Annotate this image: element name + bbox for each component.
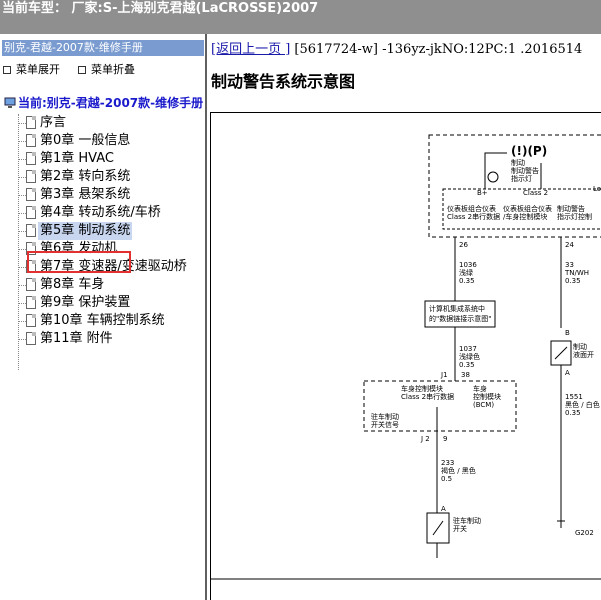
svg-text:驻车制动: 驻车制动 (371, 412, 399, 421)
top-bar: 当前车型： 厂家:S-上海别克君越(LaCROSSE)2007 (0, 0, 601, 34)
svg-text:制动: 制动 (511, 158, 525, 167)
svg-text:9: 9 (443, 435, 447, 443)
svg-text:1036: 1036 (459, 261, 477, 269)
back-link[interactable]: [返回上一页 ] (211, 42, 291, 57)
svg-text:控制模块: 控制模块 (473, 392, 501, 401)
svg-text:开关: 开关 (453, 524, 467, 533)
svg-text:驻车制动: 驻车制动 (453, 516, 481, 525)
svg-text:车身控制模块: 车身控制模块 (401, 384, 443, 393)
svg-text:(!)(P): (!)(P) (511, 144, 547, 158)
svg-text:0.5: 0.5 (441, 475, 452, 483)
document-icon (26, 314, 36, 327)
svg-text:(BCM): (BCM) (473, 401, 494, 409)
svg-text:33: 33 (565, 261, 574, 269)
document-icon (26, 296, 36, 309)
document-icon (26, 134, 36, 147)
collapse-icon (78, 66, 86, 74)
svg-text:0.35: 0.35 (565, 277, 581, 285)
data-link-box (424, 300, 496, 328)
svg-text:0.35: 0.35 (459, 277, 475, 285)
svg-text:Class 2串行数据: Class 2串行数据 (401, 392, 454, 401)
svg-text:233: 233 (441, 459, 454, 467)
svg-text:液面开: 液面开 (573, 350, 594, 359)
svg-text:J1: J1 (440, 371, 448, 379)
computer-icon (4, 97, 16, 108)
svg-text:浅绿: 浅绿 (459, 268, 473, 277)
wiring-diagram-svg: (!)(P) 制动 制动警告 指示灯 B+ Class 2 仪表板组合仪表 Cl… (211, 134, 601, 580)
document-icon (26, 170, 36, 183)
svg-text:J 2: J 2 (420, 435, 430, 443)
document-icon (26, 152, 36, 165)
svg-text:指示灯控制: 指示灯控制 (557, 212, 592, 221)
svg-text:的"数据链接示意图": 的"数据链接示意图" (429, 314, 491, 323)
document-icon (26, 332, 36, 345)
svg-text:黑色 / 白色: 黑色 / 白色 (565, 400, 600, 409)
document-code: [5617724-w] -136yz-jkNO:12PC:1 .2016514 (294, 42, 583, 57)
sidebar-header: 别克-君越-2007款-维修手册 (2, 40, 204, 56)
document-icon (26, 242, 36, 255)
svg-text:Class 2串行数据: Class 2串行数据 (447, 212, 500, 221)
svg-text:B: B (565, 329, 570, 337)
collapse-menu-button[interactable]: 菜单折叠 (78, 61, 135, 77)
svg-text:1037: 1037 (459, 345, 477, 353)
document-icon (26, 116, 36, 129)
svg-text:38: 38 (461, 371, 470, 379)
wiring-diagram: (!)(P) 制动 制动警告 指示灯 B+ Class 2 仪表板组合仪表 Cl… (210, 112, 601, 600)
svg-text:计算机集成系统中: 计算机集成系统中 (429, 304, 485, 313)
svg-text:TN/WH: TN/WH (564, 269, 589, 277)
document-icon (26, 278, 36, 291)
svg-text:Class 2: Class 2 (523, 189, 548, 197)
svg-text:制动: 制动 (573, 342, 587, 351)
sidebar: 别克-君越-2007款-维修手册 菜单展开 菜单折叠 当前:别克-君越-2007… (0, 34, 207, 600)
svg-text:A: A (565, 369, 570, 377)
document-icon (26, 188, 36, 201)
cluster-box (428, 134, 601, 238)
svg-text:Lo: Lo (593, 185, 601, 193)
page-title: 制动警告系统示意图 (211, 72, 356, 91)
svg-text:仪表板组合仪表: 仪表板组合仪表 (503, 204, 552, 213)
svg-text:制动警告: 制动警告 (511, 166, 539, 175)
svg-text:0.35: 0.35 (459, 361, 475, 369)
expand-icon (3, 66, 11, 74)
svg-text:1551: 1551 (565, 393, 583, 401)
cluster-module-box (442, 188, 601, 230)
expand-menu-button[interactable]: 菜单展开 (3, 61, 60, 77)
bcm-box (363, 380, 517, 432)
svg-text:开关信号: 开关信号 (371, 420, 399, 429)
svg-text:仪表板组合仪表: 仪表板组合仪表 (447, 204, 496, 213)
svg-text:/车身控制模块: /车身控制模块 (503, 212, 547, 221)
document-icon (26, 206, 36, 219)
svg-text:G202: G202 (575, 529, 594, 537)
svg-text:B+: B+ (477, 189, 488, 197)
content-pane: [返回上一页 ] [5617724-w] -136yz-jkNO:12PC:1 … (208, 34, 601, 600)
selection-highlight-box (27, 251, 131, 273)
svg-text:褐色 / 黑色: 褐色 / 黑色 (441, 466, 476, 475)
vehicle-label: 当前车型： 厂家:S-上海别克君越(LaCROSSE)2007 (2, 1, 319, 16)
document-icon (26, 224, 36, 237)
svg-text:26: 26 (459, 241, 468, 249)
park-brake-switch (426, 512, 450, 544)
current-manual[interactable]: 当前:别克-君越-2007款-维修手册 (4, 94, 203, 111)
svg-text:A: A (441, 505, 446, 513)
svg-text:制动警告: 制动警告 (557, 204, 585, 213)
svg-text:浅绿色: 浅绿色 (459, 352, 480, 361)
svg-text:0.35: 0.35 (565, 409, 581, 417)
nav-line: [返回上一页 ] [5617724-w] -136yz-jkNO:12PC:1 … (211, 38, 582, 57)
svg-text:24: 24 (565, 241, 574, 249)
svg-text:指示灯: 指示灯 (511, 174, 532, 183)
svg-text:车身: 车身 (473, 384, 487, 393)
